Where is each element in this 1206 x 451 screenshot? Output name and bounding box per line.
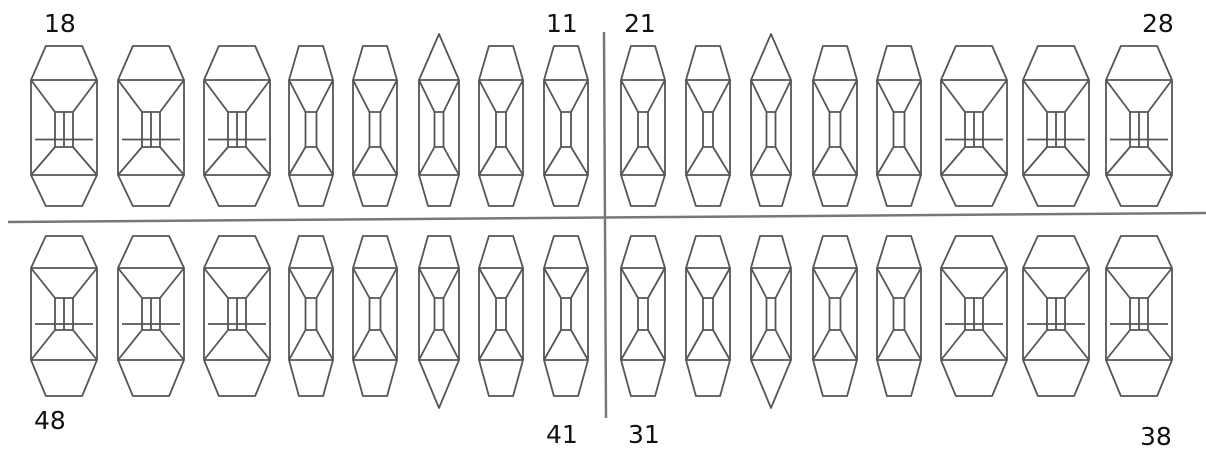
lower-teeth-row: [31, 236, 1172, 408]
upper-tooth-2-molar[interactable]: [118, 46, 184, 206]
upper-tooth-12-premolar[interactable]: [813, 46, 857, 206]
lower-tooth-11-canine[interactable]: [751, 236, 791, 408]
upper-tooth-4-premolar[interactable]: [289, 46, 333, 206]
lower-tooth-1-molar[interactable]: [31, 236, 97, 396]
lower-tooth-10-incisor[interactable]: [686, 236, 730, 396]
lower-tooth-6-canine[interactable]: [419, 236, 459, 408]
upper-tooth-9-incisor[interactable]: [621, 46, 665, 206]
vertical-divider: [604, 32, 606, 418]
tooth-number-31: 31: [628, 422, 660, 447]
lower-tooth-12-premolar[interactable]: [813, 236, 857, 396]
upper-tooth-10-incisor[interactable]: [686, 46, 730, 206]
upper-tooth-6-canine[interactable]: [419, 34, 459, 206]
lower-tooth-7-incisor[interactable]: [479, 236, 523, 396]
upper-tooth-5-premolar[interactable]: [353, 46, 397, 206]
upper-tooth-16-molar[interactable]: [1106, 46, 1172, 206]
tooth-number-38: 38: [1140, 424, 1172, 449]
lower-tooth-9-incisor[interactable]: [621, 236, 665, 396]
upper-tooth-1-molar[interactable]: [31, 46, 97, 206]
upper-tooth-14-molar[interactable]: [941, 46, 1007, 206]
upper-tooth-3-molar[interactable]: [204, 46, 270, 206]
lower-tooth-16-molar[interactable]: [1106, 236, 1172, 396]
tooth-number-11: 11: [546, 11, 578, 36]
upper-tooth-13-premolar[interactable]: [877, 46, 921, 206]
tooth-number-28: 28: [1142, 11, 1174, 36]
lower-tooth-3-molar[interactable]: [204, 236, 270, 396]
lower-tooth-2-molar[interactable]: [118, 236, 184, 396]
tooth-number-21: 21: [624, 11, 656, 36]
upper-tooth-8-incisor[interactable]: [544, 46, 588, 206]
lower-tooth-8-incisor[interactable]: [544, 236, 588, 396]
tooth-number-18: 18: [44, 11, 76, 36]
lower-tooth-15-molar[interactable]: [1023, 236, 1089, 396]
lower-tooth-5-premolar[interactable]: [353, 236, 397, 396]
upper-tooth-11-canine[interactable]: [751, 34, 791, 206]
upper-teeth-row: [31, 34, 1172, 206]
lower-tooth-4-premolar[interactable]: [289, 236, 333, 396]
horizontal-divider: [8, 213, 1206, 222]
upper-tooth-15-molar[interactable]: [1023, 46, 1089, 206]
tooth-number-41: 41: [546, 422, 578, 447]
tooth-number-48: 48: [34, 408, 66, 433]
lower-tooth-14-molar[interactable]: [941, 236, 1007, 396]
lower-tooth-13-premolar[interactable]: [877, 236, 921, 396]
upper-tooth-7-incisor[interactable]: [479, 46, 523, 206]
